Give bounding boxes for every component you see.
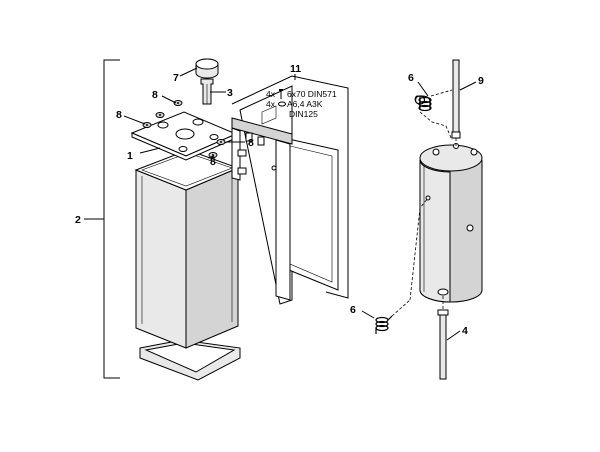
callout-8-a: 8 <box>152 89 158 101</box>
thermostat-knob <box>195 58 219 79</box>
callout-8-c: 8 <box>210 156 216 168</box>
screw-icon <box>155 112 165 118</box>
screw-icon <box>173 100 183 106</box>
callout-9: 9 <box>478 75 484 87</box>
spec-fasteners <box>278 89 286 107</box>
knob-shaft <box>200 78 214 105</box>
spec-screw-size: 6x70 DIN571 <box>287 89 337 99</box>
callout-8-d: 8 <box>248 137 254 149</box>
callout-6-bottom: 6 <box>350 304 356 316</box>
top-cover-plate <box>130 111 238 161</box>
housing-casing <box>134 149 241 381</box>
water-tank <box>419 143 483 303</box>
callout-2: 2 <box>75 214 81 226</box>
spec-washer-size: A6,4 A3K <box>287 99 323 109</box>
callout-7: 7 <box>173 72 179 84</box>
washer-icon <box>278 101 286 107</box>
spec-washer-standard: DIN125 <box>289 109 318 119</box>
callout-11: 11 <box>290 63 301 75</box>
anode-rod-top <box>451 59 461 148</box>
rod-bottom <box>437 296 449 380</box>
wood-screw-icon <box>279 89 283 99</box>
callout-3: 3 <box>227 87 233 99</box>
front-frame-panel <box>231 75 349 305</box>
spec-count-screws: 4x <box>266 89 276 99</box>
callout-4: 4 <box>462 325 468 337</box>
spec-count-washers: 4x <box>266 99 276 109</box>
callout-8-b: 8 <box>116 109 122 121</box>
sensor-coil-top <box>414 89 453 141</box>
callout-1: 1 <box>127 150 133 162</box>
screw-icon <box>216 139 226 145</box>
bracket-group-2 <box>84 59 120 379</box>
screw-icon <box>208 152 218 158</box>
sensor-coil-bottom <box>375 197 429 334</box>
leader-lines <box>123 67 477 341</box>
screw-set <box>142 100 226 158</box>
callout-6-top: 6 <box>408 72 414 84</box>
